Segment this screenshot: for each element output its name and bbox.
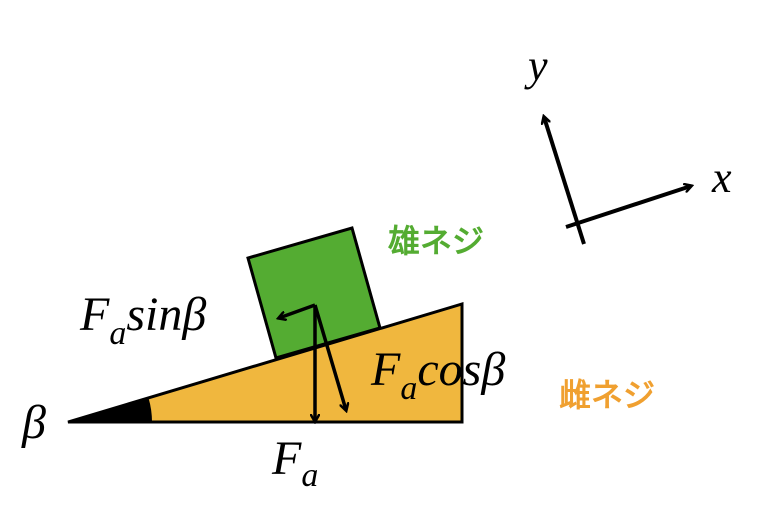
force-fa-sin-base: F (79, 288, 110, 341)
y-axis-arrow (544, 117, 586, 245)
x-axis-label: x (711, 153, 732, 202)
angle-marker (68, 398, 152, 422)
force-fa-sin-label: Fasinβ (79, 288, 206, 352)
force-fa-cos-sub: a (400, 370, 417, 407)
coordinate-axes: y x (524, 41, 732, 245)
angle-label: β (21, 396, 46, 449)
force-fa-sin-arrow (279, 303, 316, 318)
force-fa-sub: a (301, 457, 318, 494)
force-fa-cos-arrow (313, 304, 346, 410)
block (246, 226, 382, 360)
female-screw-label: 雌ネジ (559, 376, 655, 414)
force-fa-cos-tail: cosβ (417, 343, 505, 396)
y-axis-label: y (524, 41, 548, 90)
force-fa-sin-sub: a (109, 315, 126, 352)
force-vectors (279, 303, 346, 421)
male-screw-label: 雄ネジ (388, 222, 484, 260)
force-fa-cos-base: F (370, 343, 401, 396)
force-fa-label: Fa (271, 432, 318, 494)
force-fa-base: F (271, 432, 302, 485)
force-fa-cos-label: Facosβ (370, 343, 505, 407)
x-axis-arrow (565, 186, 691, 229)
force-fa-sin-tail: sinβ (126, 288, 206, 341)
